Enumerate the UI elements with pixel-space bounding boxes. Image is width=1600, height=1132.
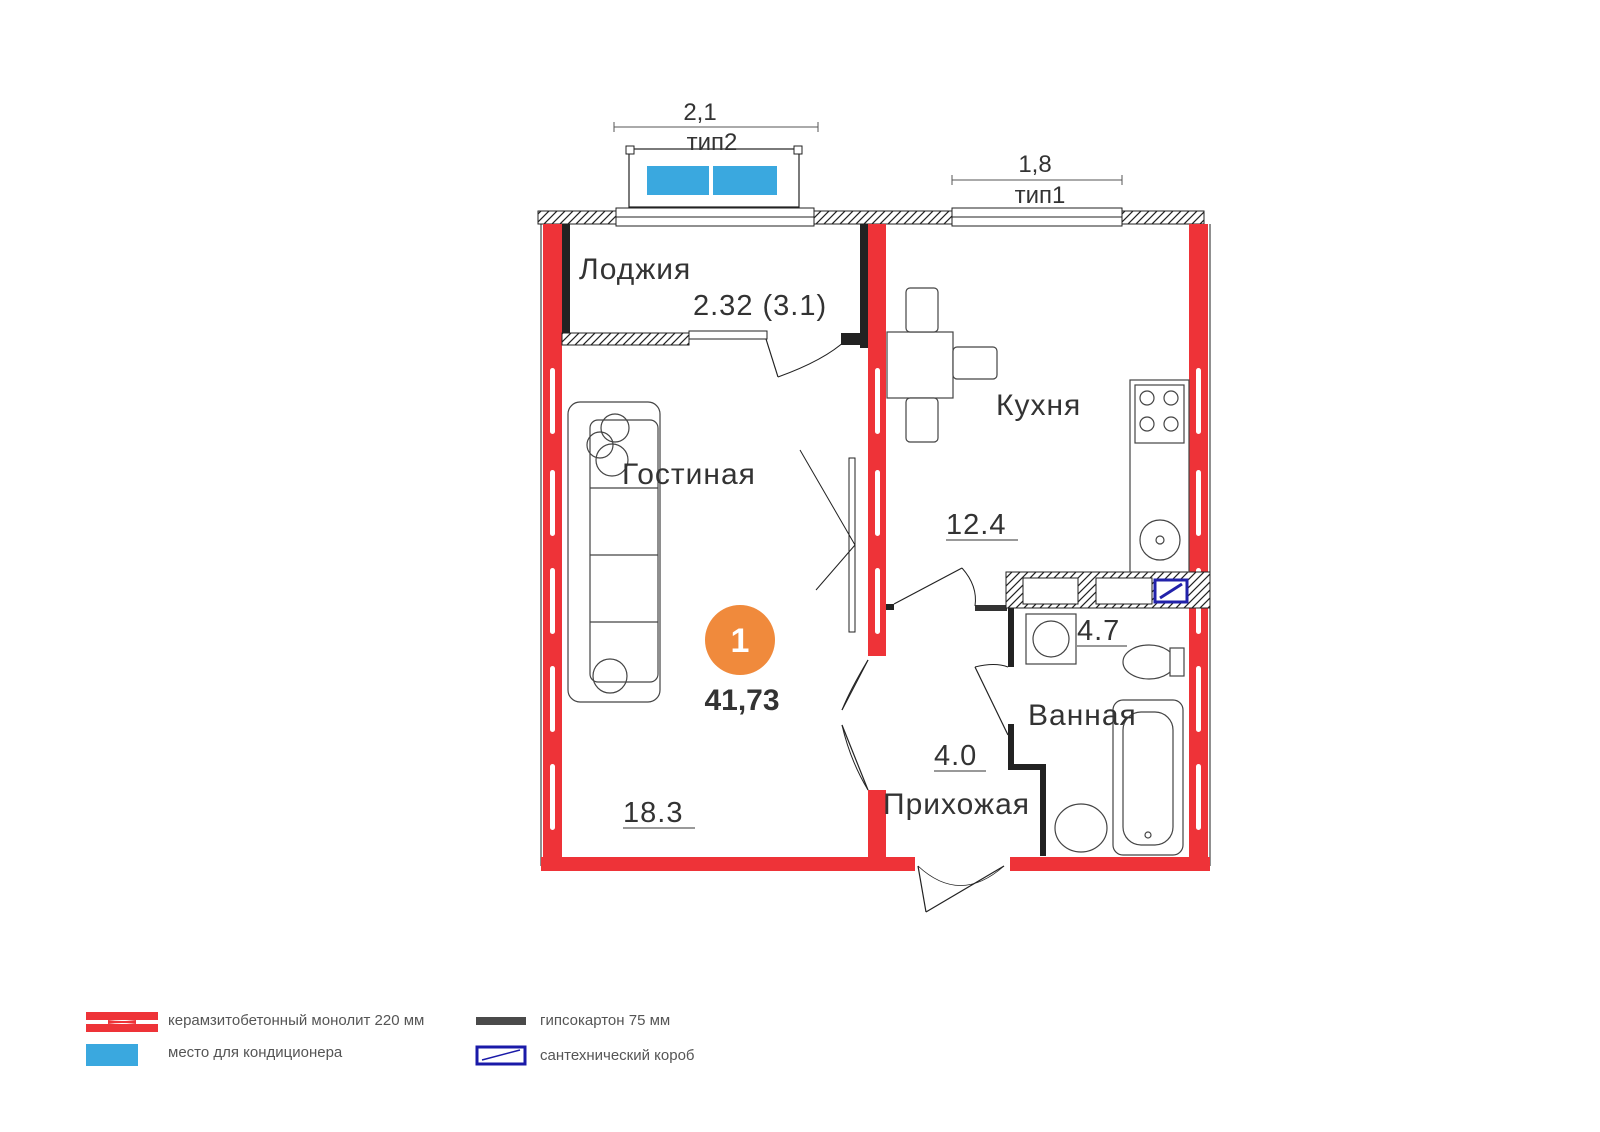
room-count-number: 1	[731, 622, 750, 660]
legend-plumbing-label: сантехнический короб	[540, 1047, 695, 1064]
room-name-hallway: Прихожая	[883, 788, 1030, 821]
loggia-partition	[561, 224, 868, 378]
room-area-living: 18.3	[623, 797, 683, 829]
room-count-badge: 1	[705, 605, 775, 675]
doors	[799, 449, 1009, 913]
total-area: 41,73	[704, 684, 779, 717]
room-area-bathroom: 4.7	[1077, 615, 1120, 647]
dimension-type1: 1,8 тип1	[951, 151, 1123, 209]
window-type1-width: 1,8	[1018, 151, 1051, 178]
legend-drywall-swatch	[476, 1017, 526, 1025]
legend-drywall-label: гипсокартон 75 мм	[540, 1012, 671, 1029]
window-type2-width: 2,1	[683, 99, 716, 126]
ac-unit-box	[625, 145, 803, 208]
legend-monolith-swatch	[86, 1012, 158, 1032]
drywall-partitions	[886, 571, 1211, 856]
monolith-walls	[540, 224, 1211, 871]
legend-ac-label: место для кондиционера	[168, 1044, 343, 1061]
legend-ac-swatch	[86, 1044, 138, 1066]
legend-plumbing-swatch	[475, 1045, 527, 1066]
window-type2-label: тип2	[687, 129, 738, 156]
room-name-living: Гостиная	[622, 458, 756, 491]
room-name-kitchen: Кухня	[996, 389, 1081, 422]
legend-monolith-label: керамзитобетонный монолит 220 мм	[168, 1012, 425, 1029]
room-area-loggia: 2.32 (3.1)	[693, 290, 827, 322]
kitchen-counter	[1129, 379, 1190, 573]
dimension-type2: 2,1 тип2	[613, 99, 819, 156]
sofa	[567, 401, 661, 703]
facade-band	[537, 207, 1205, 227]
window-type1-label: тип1	[1015, 182, 1066, 209]
dining-table	[886, 287, 998, 443]
bathroom-fixtures	[1025, 613, 1185, 856]
room-area-hallway: 4.0	[934, 740, 977, 772]
room-area-kitchen: 12.4	[946, 509, 1006, 541]
room-name-bathroom: Ванная	[1028, 699, 1137, 732]
room-name-loggia: Лоджия	[579, 253, 691, 286]
